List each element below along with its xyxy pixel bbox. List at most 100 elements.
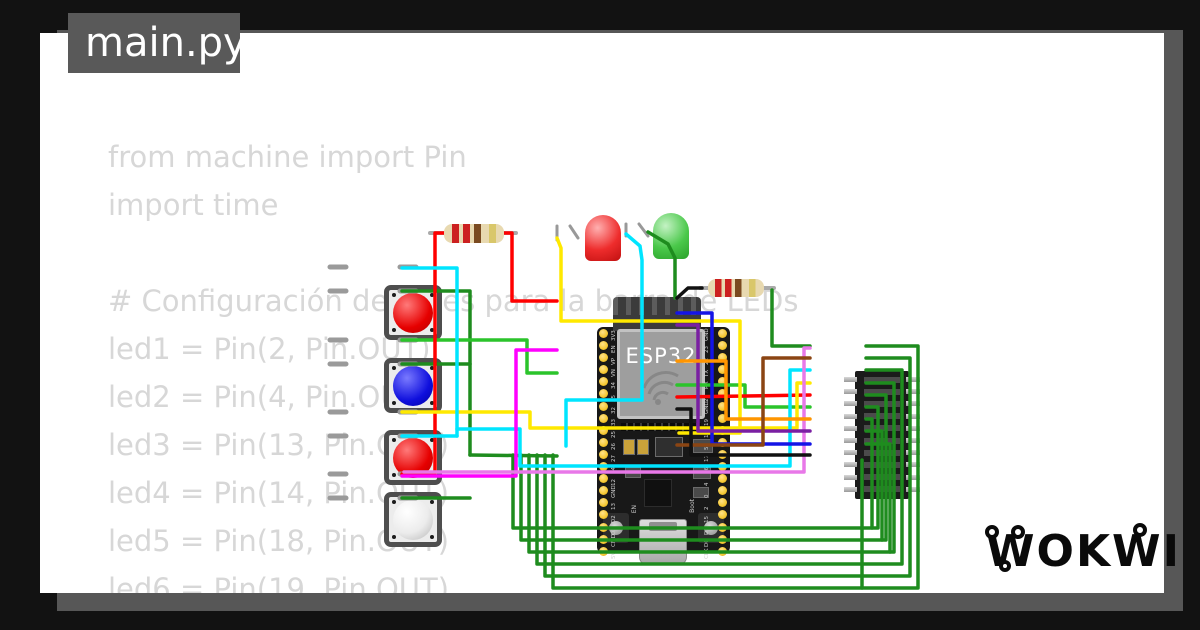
header-pin[interactable] xyxy=(718,389,727,399)
button-cap-blue[interactable] xyxy=(393,365,433,406)
bar-graph-segment-7 xyxy=(844,448,920,458)
header-pin[interactable] xyxy=(599,449,608,459)
pin-header-left[interactable] xyxy=(599,329,609,559)
header-pin[interactable] xyxy=(599,413,608,423)
push-button-red-2[interactable] xyxy=(384,430,442,485)
push-button-white[interactable] xyxy=(384,492,442,547)
header-pin[interactable] xyxy=(718,425,727,435)
bar-graph-segment-4 xyxy=(844,411,920,421)
smd-part xyxy=(625,467,641,478)
bar-pin-right[interactable] xyxy=(906,438,920,443)
pin-label-4: 4 xyxy=(704,482,710,487)
bar-pin-right[interactable] xyxy=(906,462,920,468)
bar-pin-left[interactable] xyxy=(844,462,858,468)
header-pin[interactable] xyxy=(718,437,727,447)
pin-label-RX: RX xyxy=(704,381,710,390)
header-pin[interactable] xyxy=(718,449,727,459)
green-led[interactable] xyxy=(653,213,689,259)
pin-label-22: 22 xyxy=(704,358,710,366)
bar-graph-segment-9 xyxy=(844,472,920,482)
header-pin[interactable] xyxy=(718,534,727,544)
bar-pin-left[interactable] xyxy=(844,450,858,456)
bar-pin-left[interactable] xyxy=(844,401,858,407)
header-pin[interactable] xyxy=(599,425,608,435)
button-cap-red[interactable] xyxy=(393,437,433,478)
red-led[interactable] xyxy=(585,215,621,261)
pin-label-18: 18 xyxy=(704,430,710,438)
bar-pin-right[interactable] xyxy=(906,425,920,431)
pin-label-EN: EN xyxy=(611,345,617,354)
header-pin[interactable] xyxy=(599,498,608,508)
bar-pin-right[interactable] xyxy=(906,401,920,407)
pin-label-5: 5 xyxy=(704,446,710,450)
bar-pin-left[interactable] xyxy=(844,377,858,382)
header-pin[interactable] xyxy=(718,510,727,520)
pin-label-GND: GND xyxy=(611,485,617,499)
bar-pin-right[interactable] xyxy=(906,377,920,382)
bar-pin-right[interactable] xyxy=(906,486,920,492)
pin-label-TX: TX xyxy=(704,370,710,378)
usb-uart-chip xyxy=(644,479,672,507)
button-cap-red[interactable] xyxy=(393,292,433,333)
header-pin[interactable] xyxy=(599,389,608,399)
bar-pin-right[interactable] xyxy=(906,450,920,456)
header-pin[interactable] xyxy=(599,522,608,532)
bar-pin-right[interactable] xyxy=(906,413,920,419)
screw-dot xyxy=(392,293,396,297)
pin-header-right[interactable] xyxy=(718,329,728,559)
header-pin[interactable] xyxy=(599,353,608,363)
header-pin[interactable] xyxy=(718,522,727,532)
led-bar-graph[interactable] xyxy=(844,369,920,499)
bar-pin-left[interactable] xyxy=(844,474,858,480)
header-pin[interactable] xyxy=(599,474,608,484)
file-tab[interactable]: main.py xyxy=(68,13,247,73)
pin-label-2: 2 xyxy=(704,506,710,511)
header-pin[interactable] xyxy=(718,546,727,556)
header-pin[interactable] xyxy=(718,329,727,338)
bar-pin-right[interactable] xyxy=(906,474,920,480)
header-pin[interactable] xyxy=(718,353,727,363)
header-pin[interactable] xyxy=(599,329,608,338)
header-pin[interactable] xyxy=(599,341,608,351)
esp32-module: ESP32 xyxy=(617,329,705,419)
wifi-logo-icon xyxy=(642,371,679,405)
button-cap-white[interactable] xyxy=(393,499,433,540)
bar-pin-left[interactable] xyxy=(844,438,858,443)
push-button-blue[interactable] xyxy=(384,358,442,413)
header-pin[interactable] xyxy=(599,510,608,520)
header-pin[interactable] xyxy=(599,486,608,496)
header-pin[interactable] xyxy=(599,437,608,447)
screw-dot xyxy=(392,328,396,332)
header-pin[interactable] xyxy=(718,474,727,484)
header-pin[interactable] xyxy=(599,534,608,544)
bar-segment xyxy=(857,399,907,409)
bar-pin-right[interactable] xyxy=(906,389,920,395)
micro-usb-port[interactable] xyxy=(639,519,687,565)
pin-label-32: 32 xyxy=(611,406,617,414)
header-pin[interactable] xyxy=(599,377,608,387)
bar-pin-left[interactable] xyxy=(844,425,858,431)
regulator-chip xyxy=(655,437,683,457)
header-pin[interactable] xyxy=(599,546,608,556)
header-pin[interactable] xyxy=(718,365,727,375)
header-pin[interactable] xyxy=(718,498,727,508)
header-pin[interactable] xyxy=(599,401,608,411)
bar-pin-left[interactable] xyxy=(844,389,858,395)
bar-pin-left[interactable] xyxy=(844,486,858,492)
bar-segment xyxy=(857,411,907,421)
pin-label-26: 26 xyxy=(611,442,617,450)
header-pin[interactable] xyxy=(718,413,727,423)
header-pin[interactable] xyxy=(718,377,727,387)
header-pin[interactable] xyxy=(599,462,608,472)
header-pin[interactable] xyxy=(599,365,608,375)
header-pin[interactable] xyxy=(718,486,727,496)
header-pin[interactable] xyxy=(718,401,727,411)
bar-segment xyxy=(857,436,907,445)
bar-graph-segment-2 xyxy=(844,387,920,397)
bar-pin-left[interactable] xyxy=(844,413,858,419)
header-pin[interactable] xyxy=(718,462,727,472)
header-pin[interactable] xyxy=(718,341,727,351)
push-button-red-1[interactable] xyxy=(384,285,442,340)
esp32-devkit-board[interactable]: ESP32 EN Boot xyxy=(597,297,730,565)
